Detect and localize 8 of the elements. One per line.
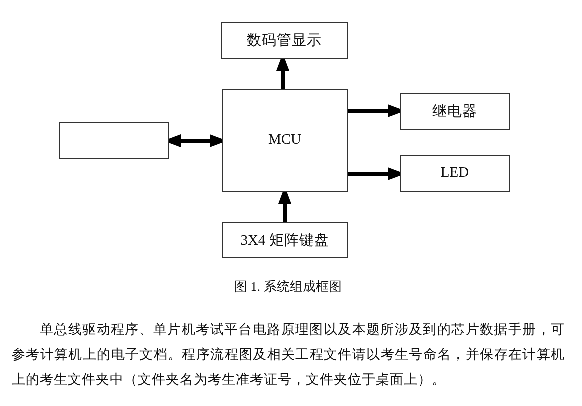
paragraph: 单总线驱动程序、单片机考试平台电路原理图以及本题所涉及到的芯片数据手册，可参考计算机上的电子文档。程序流程图及相关工程文件请以考生号命名，并保存在计算机上的考生文件夹中（文件夹名为考生准考证号，文件夹位于桌面上）。 — [12, 321, 565, 389]
block-box: 数码管显示 — [221, 22, 348, 59]
block-box — [59, 122, 169, 159]
block-box: LED — [400, 155, 510, 192]
block-box: MCU — [222, 89, 348, 192]
block-box: 3X4 矩阵键盘 — [222, 222, 348, 258]
block-box: 继电器 — [400, 93, 510, 130]
figure-caption: 图 1. 系统组成框图 — [234, 278, 342, 296]
